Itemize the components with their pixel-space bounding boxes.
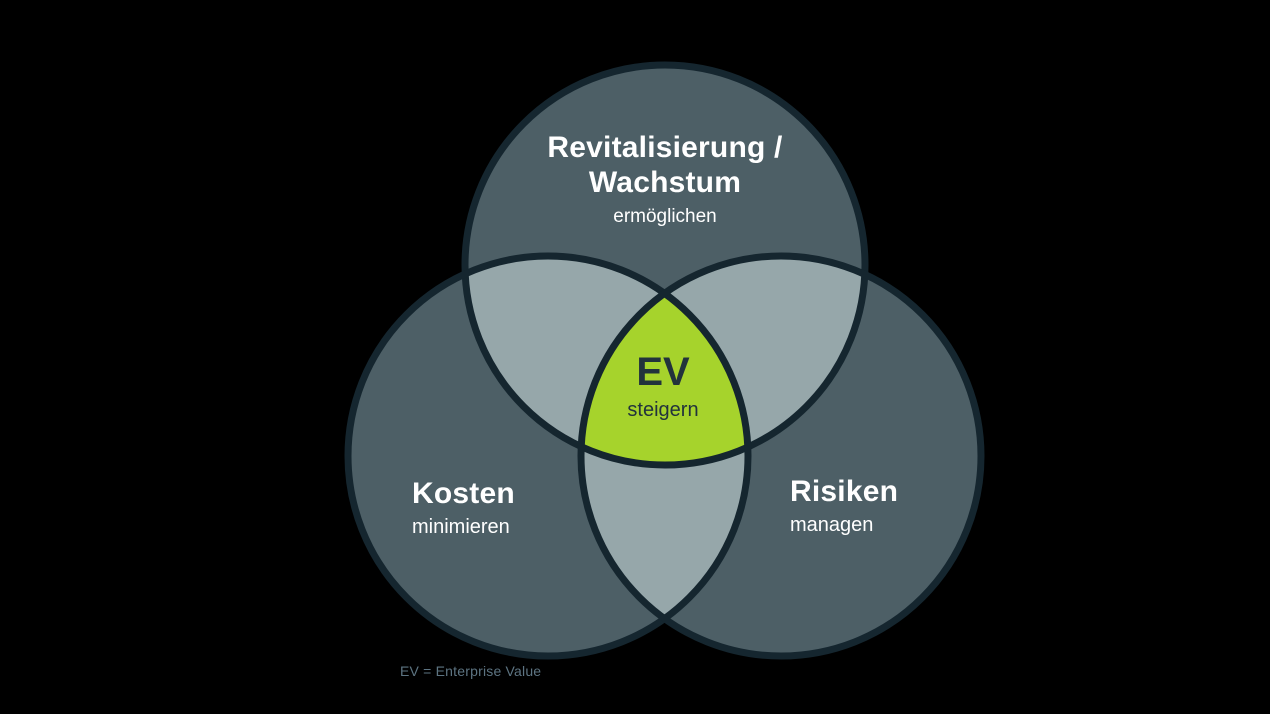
right-circle-subtitle: managen: [790, 514, 874, 536]
left-circle-outline: [344, 252, 752, 660]
triple-intersection-inner: [581, 256, 748, 465]
left-circle-label: Kosten minimieren: [412, 477, 515, 539]
right-circle-outline: [577, 252, 985, 660]
top-circle-title-line2: Wachstum: [588, 166, 742, 199]
center-subtitle: steigern: [627, 399, 699, 421]
footnote: EV = Enterprise Value: [400, 663, 542, 679]
triple-intersection-outer: [581, 256, 748, 465]
left-circle-title: Kosten: [412, 477, 515, 510]
right-circle-title: Risiken: [790, 475, 899, 508]
left-circle-subtitle: minimieren: [412, 516, 510, 538]
top-circle-subtitle: ermöglichen: [613, 206, 717, 227]
top-circle-outline: [461, 61, 869, 469]
center-title: EV: [636, 350, 690, 394]
top-circle-title-line1: Revitalisierung /: [547, 131, 783, 164]
right-circle-label: Risiken managen: [790, 475, 898, 537]
center-intersection-shape: [581, 256, 748, 465]
top-circle-label: Revitalisierung / Wachstum ermöglichen: [415, 130, 915, 229]
center-label: EV steigern: [563, 351, 763, 423]
